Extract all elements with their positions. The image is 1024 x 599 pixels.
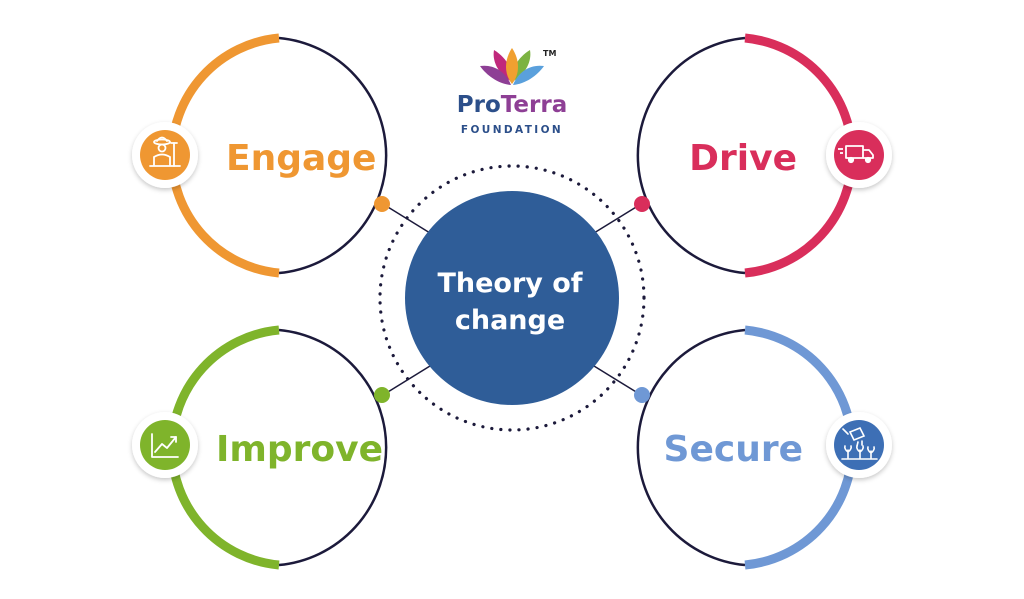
dotted-ring [378,164,646,432]
improve-connector-dot [374,387,390,403]
engage-ring-outline [278,36,388,275]
growth-chart-icon [151,433,179,458]
improve-ring-outline [278,328,388,567]
brand-name: ProTerra [457,92,567,118]
flower-petals-icon [480,48,544,85]
delivery-truck-icon [838,145,874,164]
center-node: Theory of change [405,191,619,405]
secure-connector-dot [634,387,650,403]
engage-connector-dot [374,196,390,212]
engage-label: Engage [226,138,376,179]
improve-label: Improve [216,429,383,470]
brand-name-terra: Terra [501,92,567,118]
secure-ring-outline [636,328,746,567]
node-improve: Improve [132,325,390,570]
watering-plants-icon [841,426,878,460]
center-title-line2: change [455,305,565,336]
center-title-line1: Theory of [437,268,582,299]
node-engage: Engage [132,33,390,278]
drive-ring-outline [636,36,746,275]
secure-label: Secure [664,429,803,470]
drive-connector-dot [634,196,650,212]
node-drive: Drive [634,33,892,278]
brand-subtitle: FOUNDATION [461,124,563,136]
node-secure: Secure [634,325,892,570]
trademark-mark: TM [543,49,556,58]
farmer-icon [149,136,181,167]
brand-name-pro: Pro [457,92,501,118]
drive-label: Drive [689,138,797,179]
proterra-logo: TM ProTerra FOUNDATION [457,48,567,136]
